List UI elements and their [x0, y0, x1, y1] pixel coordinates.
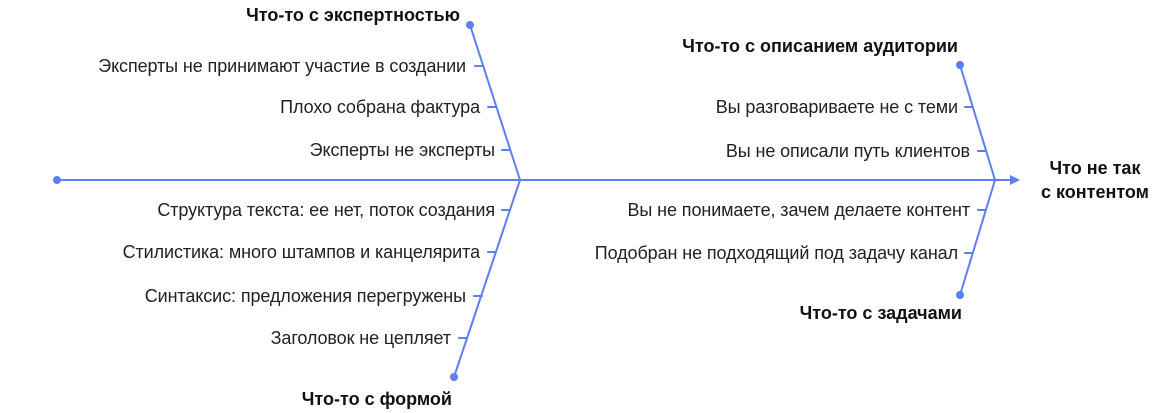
bone-form [453, 179, 521, 378]
category-title-expertise: Что-то с экспертностью [246, 5, 460, 25]
bone-expertise [469, 24, 521, 181]
category-title-tasks: Что-то с задачами [799, 303, 962, 323]
effect-label: Что не так с контентом [1030, 156, 1160, 204]
cause-item: Эксперты не эксперты [309, 140, 495, 160]
category-title-form: Что-то с формой [301, 389, 452, 409]
form-dot [450, 373, 458, 381]
tasks-dot [956, 291, 964, 299]
bone-tasks [959, 179, 996, 296]
cause-item: Подобран не подходящий под задачу канал [594, 243, 958, 263]
cause-item: Заголовок не цепляет [270, 328, 451, 348]
cause-item: Структура текста: ее нет, поток создания [157, 200, 495, 220]
audience-dot [956, 61, 964, 69]
arrow-head-icon [1010, 175, 1020, 185]
cause-item: Стилистика: много штампов и канцелярита [122, 242, 481, 262]
expertise-dot [466, 21, 474, 29]
effect-line-1: Что не так [1049, 158, 1141, 178]
cause-item: Плохо собрана фактура [280, 97, 480, 117]
spine-start-dot [53, 176, 61, 184]
cause-item: Эксперты не принимают участие в создании [98, 56, 466, 76]
cause-item: Синтаксис: предложения перегружены [144, 286, 466, 306]
cause-item: Вы не описали путь клиентов [725, 141, 970, 161]
category-title-audience: Что-то с описанием аудитории [682, 36, 958, 56]
bone-audience [959, 64, 996, 181]
cause-item: Вы разговариваете не с теми [715, 97, 958, 117]
cause-item: Вы не понимаете, зачем делаете контент [627, 200, 971, 220]
effect-line-2: с контентом [1041, 182, 1149, 202]
